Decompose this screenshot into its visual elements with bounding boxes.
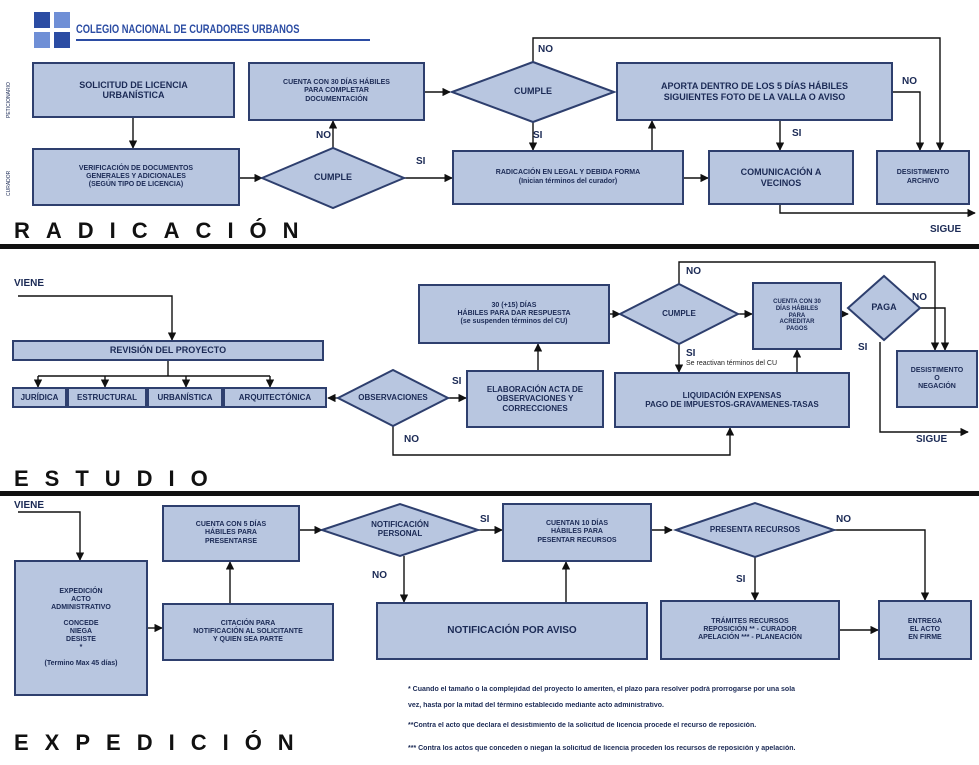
label-reactivan-terminos: Se reactivan términos del CU [686,360,778,367]
org-name: COLEGIO NACIONAL DE CURADORES URBANOS [76,22,300,36]
label-no-observaciones: NO [404,434,419,445]
observaciones-label: OBSERVACIONES [358,392,428,402]
label-no-cumple-estudio: NO [686,266,701,277]
label-si-radicacion: SI [416,156,426,167]
arrow-paga-no-desist [920,307,950,351]
arrow-cumple2-no-desistimiento [532,37,945,151]
arrow-paga-si-sigue [879,342,969,437]
label-no-notificacion: NO [372,570,387,581]
entrega-acto-firme: ENTREGA EL ACTO EN FIRME [878,600,972,660]
label-si-cumple-estudio: SI [686,348,696,359]
cuenta-5-dias: CUENTA CON 5 DÍAS HÁBILES PARA PRESENTAR… [162,505,300,562]
label-si-presenta: SI [736,574,746,585]
cuenta-30-dias-documentacion: CUENTA CON 30 DÍAS HÁBILES PARA COMPLETA… [248,62,425,121]
cumple-estudio-label: CUMPLE [662,308,696,318]
label-no-aporta: NO [902,76,917,87]
label-si-cumple2: SI [533,130,543,141]
tramites-recursos: TRÁMITES RECURSOS REPOSICIÓN ** - CURADO… [660,600,840,660]
notificacion-por-aviso: NOTIFICACIÓN POR AVISO [376,602,648,660]
label-sigue-estudio: SIGUE [916,434,948,445]
footnote-3: *** Contra los actos que conceden o nieg… [408,745,796,752]
section-title-radicacion: RADICACIÓN [14,218,315,243]
arrow-viene-expedicion [18,511,85,561]
cumple-2-label: CUMPLE [514,86,552,97]
arrow-obs-no-liquidacion [392,426,735,456]
arrow-sigue-radicacion [779,205,976,218]
desistimiento-archivo: DESISTIMENTO ARCHIVO [876,150,970,205]
revision-arquitectonica: ARQUITECTÓNICA [223,387,327,408]
citacion-notificacion: CITACIÓN PARA NOTIFICACIÓN AL SOLICITANT… [162,603,334,661]
revision-estructural: ESTRUCTURAL [67,387,147,408]
logo-square [34,12,50,28]
logo [34,12,70,50]
section-divider [0,491,979,496]
label-si-aporta: SI [792,128,802,139]
cuentan-10-dias: CUENTAN 10 DÍAS HÁBILES PARA PESENTAR RE… [502,503,652,562]
line-revision-branches [38,361,270,377]
diamond-paga [846,274,922,342]
header-underline [76,39,370,41]
cuenta-30-dias-pagos: CUENTA CON 30 DÍAS HÁBILES PARA ACREDITA… [752,282,842,350]
label-si-paga: SI [858,342,868,353]
footnote-1: * Cuando el tamaño o la complejidad del … [408,686,796,693]
logo-square [54,32,70,48]
label-no-presenta: NO [836,514,851,525]
presenta-recursos-label: PRESENTA RECURSOS [709,524,801,534]
notificacion-personal-label: NOTIFICACIÓN PERSONAL [371,520,429,538]
diamond-cumple-estudio [617,282,741,346]
paga-label: PAGA [871,302,897,313]
side-label-peticionario: PETICIONARIO [6,82,12,118]
revision-proyecto: REVISIÓN DEL PROYECTO [12,340,324,361]
comunicacion-vecinos: COMUNICACIÓN A VECINOS [708,150,854,205]
diamond-observaciones [335,368,451,428]
footnote-1-cont: vez, hasta por la mitad del término esta… [408,702,664,709]
solicitud-licencia: SOLICITUD DE LICENCIA URBANÍSTICA [32,62,235,118]
arrow-viene-revision [18,295,177,341]
arrow-presenta-entrega [834,529,930,601]
label-viene-expedicion: VIENE [14,500,45,511]
side-label-curador: CURADOR [6,170,12,196]
diamond-notificacion-personal [318,502,482,558]
label-sigue-radicacion: SIGUE [930,224,962,235]
dias-respuesta: 30 (+15) DÍAS HÁBILES PARA DAR RESPUESTA… [418,284,610,344]
diamond-cumple-1 [259,146,407,210]
label-no-desistimiento: NO [538,44,553,55]
label-no-paga: NO [912,292,927,303]
aporta-valla: APORTA DENTRO DE LOS 5 DÍAS HÁBILES SIGU… [616,62,893,121]
label-no-cuenta30: NO [316,130,331,141]
label-si-observaciones: SI [452,376,462,387]
elaboracion-acta: ELABORACIÓN ACTA DE OBSERVACIONES Y CORR… [466,370,604,428]
label-viene-estudio: VIENE [14,278,45,289]
verificacion-documentos: VERIFICACIÓN DE DOCUMENTOS GENERALES Y A… [32,148,240,206]
logo-square [34,32,50,48]
arrow-aporta-desistimiento [893,91,925,151]
diamond-presenta-recursos [672,501,838,559]
section-title-expedicion: EXPEDICIÓN [14,730,310,755]
arrow-cumple-no-desist [678,261,940,351]
cumple-1-label: CUMPLE [314,172,352,183]
expedicion-acto: EXPEDICIÓN ACTO ADMINISTRATIVO CONCEDE N… [14,560,148,696]
section-title-estudio: ESTUDIO [14,466,224,491]
radicacion-legal: RADICACIÓN EN LEGAL Y DEBIDA FORMA (Inic… [452,150,684,205]
section-divider [0,244,979,249]
revision-urbanistica: URBANÍSTICA [147,387,223,408]
diamond-cumple-2 [449,60,617,124]
footnote-2: **Contra el acto que declara el desistim… [408,722,757,729]
label-si-notificacion: SI [480,514,490,525]
desistimiento-negacion: DESISTIMENTO O NEGACIÓN [896,350,978,408]
revision-juridica: JURÍDICA [12,387,67,408]
logo-square [54,12,70,28]
liquidacion-expensas: LIQUIDACIÓN EXPENSAS PAGO DE IMPUESTOS-G… [614,372,850,428]
